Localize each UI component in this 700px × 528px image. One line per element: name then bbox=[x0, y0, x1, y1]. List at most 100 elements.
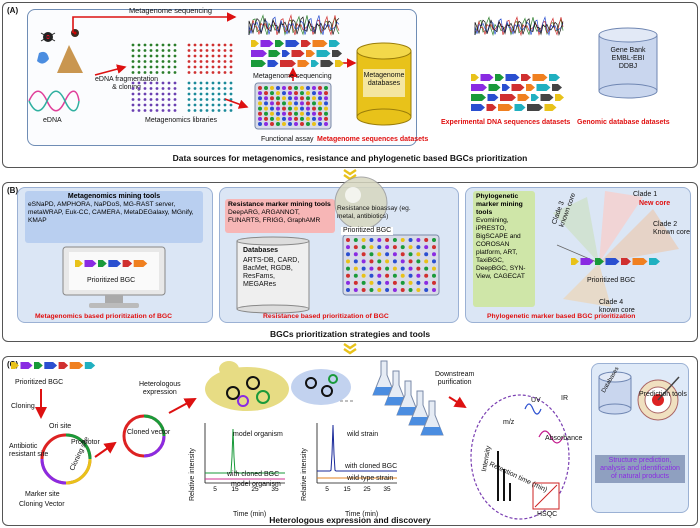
chart2-legend-bottom: wild type strain bbox=[347, 475, 394, 482]
cloned-vector-label: Cloned vector bbox=[127, 429, 171, 436]
antibiotic-site-label: Antibiotic resistant site bbox=[9, 443, 49, 459]
database-cylinder-c bbox=[598, 371, 632, 415]
panel-a: (A) eDNA eDNA fragmentation & cloning Me… bbox=[2, 2, 698, 168]
metagenomics-caption: Metagenomics based prioritization of BGC bbox=[35, 313, 173, 320]
cloning-label: Cloning bbox=[11, 403, 35, 410]
petri-dish-icon bbox=[334, 176, 388, 230]
x-tick-label: 15 bbox=[343, 486, 351, 493]
wild-strain-cell bbox=[291, 369, 351, 405]
metagenome-sequencing-mid-label: Metagenome sequencing bbox=[253, 73, 332, 80]
clade4-label: Clade 4 known core bbox=[599, 299, 635, 315]
prioritized-bgc-left-genes bbox=[75, 260, 148, 267]
experimental-datasets-label: Experimental DNA sequences datasets bbox=[441, 119, 571, 126]
panel-b-caption: BGCs prioritization strategies and tools bbox=[269, 329, 431, 339]
panel-b: (B) Metagenomics mining tools eSNaPD, AM… bbox=[2, 176, 698, 342]
ori-site-label: Ori site bbox=[49, 423, 72, 430]
chart1-legend-top: model organism bbox=[233, 431, 283, 438]
metagenome-sequencing-top-label: Metagenome sequencing bbox=[129, 6, 212, 15]
metagenome-database-cylinder bbox=[356, 42, 412, 126]
fragmentation-label: eDNA fragmentation & cloning bbox=[95, 76, 159, 92]
hsqc-label: HSQC bbox=[537, 511, 558, 518]
metagenomics-tools-box: Metagenomics mining tools eSNaPD, AMPHOR… bbox=[25, 191, 203, 243]
resistance-assay-label: Resistance bioassay (eg. metal, antibiot… bbox=[337, 205, 411, 220]
clade-fan-diagram bbox=[553, 191, 679, 307]
uv-label: UV bbox=[531, 397, 541, 404]
experimental-chromatogram bbox=[474, 16, 564, 37]
purification-flasks bbox=[372, 360, 444, 436]
genomic-database-cylinder bbox=[598, 27, 658, 99]
x-tick-label: 5 bbox=[325, 486, 329, 493]
x-tick-label: 5 bbox=[213, 486, 217, 493]
phylo-tools-box: Phylogenetic marker mining tools Evomini… bbox=[473, 191, 535, 307]
marker-site-label: Marker site bbox=[25, 491, 60, 498]
panel-c-caption: Heterologous expression and discovery bbox=[269, 515, 431, 525]
genbank-label: Gene Bank EMBL-EBI DDBJ bbox=[610, 47, 646, 71]
x-tick-label: 25 bbox=[251, 486, 259, 493]
panel-a-caption: Data sources for metagenomics, resistanc… bbox=[172, 153, 528, 163]
panel-c: (C) Prioritized BGC Cloning Heterologous… bbox=[2, 356, 698, 526]
absorbance-label: Absorbance bbox=[545, 435, 583, 442]
resistance-tools-box: Resistance marker mining tools DeepARG, … bbox=[225, 199, 335, 233]
analysis-circle bbox=[470, 394, 570, 520]
panel-a-inner-frame bbox=[27, 9, 417, 146]
chart2-ylabel: Relative intensity bbox=[301, 448, 308, 501]
prioritized-bgc-mid-label: Prioritized BGC bbox=[341, 227, 394, 236]
metagenome-sequences-datasets-label: Metagenome sequences datasets bbox=[317, 136, 429, 143]
chart2-xlabel: Time (min) bbox=[345, 511, 379, 518]
promotor-label: Promotor bbox=[71, 439, 100, 446]
x-tick-label: 35 bbox=[271, 486, 279, 493]
downstream-label: Downstream purification bbox=[435, 371, 475, 387]
x-tick-label: 15 bbox=[231, 486, 239, 493]
databases-list: ARTS-DB, CARD, BacMet, RGDB, ResFams, ME… bbox=[243, 257, 300, 289]
cloning-vector-plasmid bbox=[40, 433, 92, 485]
metagenome-databases-label: Metagenome databases bbox=[363, 72, 405, 88]
target-icon bbox=[637, 376, 680, 421]
dna-helix-icon bbox=[28, 90, 80, 112]
chart1-legend-line: model organism bbox=[231, 481, 281, 488]
heterologous-expression-label: Heterologous expression bbox=[139, 381, 181, 397]
chromatogram-trace bbox=[317, 424, 397, 472]
panel-b-letter: (B) bbox=[7, 186, 19, 195]
metagenomics-tools-list: eSNaPD, AMPHORA, NaPDoS, MG-RAST server,… bbox=[28, 201, 194, 225]
prioritized-bgc-right-label: Prioritized BGC bbox=[587, 277, 636, 284]
prioritized-bgc-left-label: Prioritized BGC bbox=[87, 277, 136, 284]
metagenomics-tools-title: Metagenomics mining tools bbox=[67, 193, 161, 200]
chevron-down-icon-b bbox=[343, 343, 357, 355]
soil-and-insects-icon bbox=[37, 29, 83, 73]
chart2-legend-top: wild strain bbox=[347, 431, 379, 438]
chart1-xlabel: Time (min) bbox=[233, 511, 267, 518]
chromatogram-trace bbox=[205, 428, 285, 474]
prioritized-bgc-label: Prioritized BGC bbox=[15, 379, 64, 386]
resistance-caption: Resistance based prioritization of BGC bbox=[263, 313, 389, 320]
gene-cluster-arrows bbox=[251, 40, 344, 67]
experimental-gene-arrows bbox=[471, 74, 564, 111]
resistance-tools-list: DeepARG, ARGANNOT, FUNARTS, FRIGG, Graph… bbox=[228, 209, 321, 225]
edna-label: eDNA bbox=[43, 117, 62, 124]
chart1-ylabel: Relative intensity bbox=[189, 448, 196, 501]
structure-text: Structure prediction, analysis and ident… bbox=[595, 455, 685, 484]
cloned-vector-plasmid bbox=[122, 414, 166, 458]
resistance-tools-title: Resistance marker mining tools bbox=[228, 201, 331, 208]
functional-assay-plate bbox=[254, 82, 332, 130]
clade2-label: Clade 2 Known core bbox=[653, 221, 690, 237]
cloning-vector-label: Cloning Vector bbox=[19, 501, 65, 508]
chart2-legend-mid: with cloned BGC bbox=[345, 463, 398, 470]
chart1-legend-bottom: with cloned BGC bbox=[227, 471, 280, 478]
model-organism-cell bbox=[205, 361, 289, 411]
prediction-tools-label: Prediction tools bbox=[639, 391, 687, 398]
resistance-plate bbox=[342, 234, 440, 296]
databases-title: Databases bbox=[243, 247, 279, 254]
functional-assay-label: Functional assay bbox=[261, 136, 314, 143]
clade1-label: Clade 1 bbox=[633, 191, 658, 198]
prioritized-bgc-right-genes bbox=[571, 258, 660, 265]
panel-a-letter: (A) bbox=[7, 6, 19, 15]
panel-c-arrows bbox=[35, 389, 467, 458]
monitor-icon bbox=[62, 246, 166, 308]
phylo-caption: Phylogenetic marker based BGC prioritiza… bbox=[487, 313, 636, 320]
database-scroll-icon bbox=[236, 236, 310, 314]
chromatogram-chart-model: 5 15 25 35 bbox=[204, 423, 285, 493]
sequencing-chromatogram bbox=[248, 14, 340, 36]
genomic-database-datasets-label: Genomic database datasets bbox=[577, 119, 670, 126]
panel-a-arrows bbox=[72, 12, 357, 109]
new-core-label: New core bbox=[639, 200, 671, 207]
